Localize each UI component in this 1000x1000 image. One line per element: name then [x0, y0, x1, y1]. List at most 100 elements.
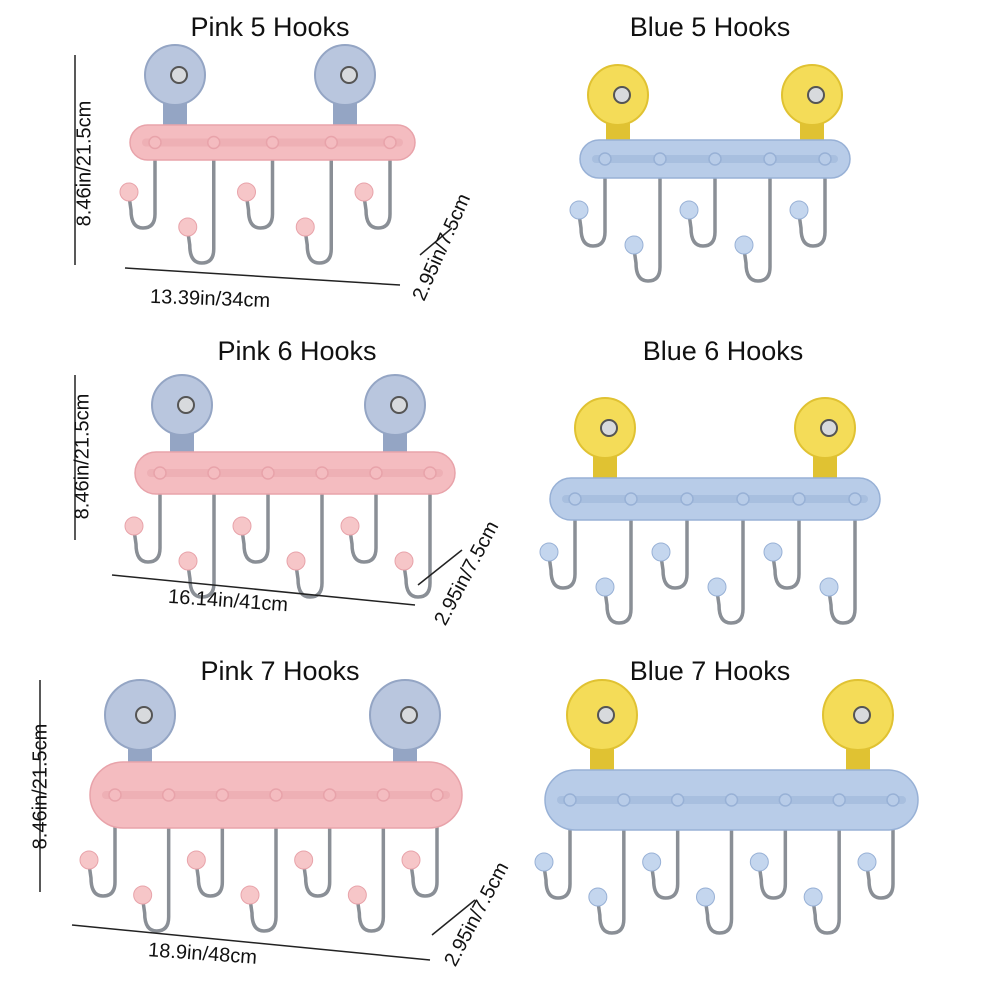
bar-knob	[324, 135, 338, 150]
hook-ball	[696, 887, 715, 907]
bar-knob	[153, 466, 167, 480]
cup-screw	[613, 86, 631, 104]
bar-knob	[265, 135, 280, 150]
cup-screw	[177, 396, 195, 414]
cup-screw	[400, 706, 418, 724]
title-blue-6: Blue 6 Hooks	[642, 336, 804, 366]
hook-ball	[119, 182, 139, 202]
bar-knob	[430, 788, 444, 802]
hook	[742, 170, 772, 283]
hook-ball	[294, 850, 314, 870]
cup-screw	[390, 396, 408, 414]
title-blue-7: Blue 7 Hooks	[629, 656, 791, 686]
bar-knob	[563, 793, 577, 807]
hook-ball	[354, 182, 374, 202]
hook-ball	[340, 516, 360, 536]
bar-knob	[778, 793, 793, 807]
bar-knob	[568, 492, 582, 506]
bar-knob	[724, 793, 739, 807]
bar-knob	[624, 492, 638, 506]
dimension-line	[419, 227, 453, 256]
hook	[362, 152, 392, 230]
hook	[244, 152, 275, 230]
hook	[865, 822, 895, 900]
bar-knob	[848, 492, 862, 506]
bar-knob	[670, 793, 685, 807]
cup-screw	[820, 419, 838, 437]
hook	[303, 152, 333, 265]
cup-screw	[170, 66, 188, 84]
dimension-line	[124, 267, 401, 286]
hook-ball	[642, 852, 662, 872]
hook-ball	[232, 516, 252, 536]
bar-knob	[617, 793, 631, 807]
bar-knob	[383, 135, 397, 150]
bar-knob	[215, 788, 230, 802]
hook-ball	[734, 235, 754, 255]
hook	[140, 820, 171, 933]
hook-ball	[857, 852, 877, 872]
hook	[348, 486, 378, 564]
bar-knob	[423, 466, 437, 480]
hook-ball	[133, 885, 153, 905]
hook-ball	[79, 850, 99, 870]
dimension-line	[71, 924, 431, 961]
hook	[577, 170, 607, 248]
hook	[659, 512, 689, 590]
hook	[355, 820, 386, 933]
cup-screw	[853, 706, 871, 724]
hook	[596, 822, 626, 935]
hook	[240, 486, 270, 564]
hook-ball	[595, 577, 615, 597]
hook	[301, 820, 332, 898]
hook	[87, 820, 117, 898]
bar-knob	[792, 492, 806, 506]
hook	[811, 822, 841, 935]
hook-ball	[679, 200, 699, 220]
bar-knob	[818, 152, 832, 166]
bar-knob	[736, 492, 750, 506]
bar-knob	[207, 135, 221, 150]
bar-knob	[322, 788, 337, 802]
hook-ball	[539, 542, 559, 562]
hook	[771, 512, 801, 590]
title-pink-7: Pink 7 Hooks	[200, 656, 360, 686]
hook-ball	[240, 885, 260, 905]
bar-knob	[207, 466, 221, 480]
bar-knob	[708, 152, 722, 166]
hook	[294, 486, 324, 599]
title-pink-6: Pink 6 Hooks	[217, 336, 377, 366]
hook	[402, 486, 432, 599]
hook-ball	[749, 852, 769, 872]
bar-knob	[680, 492, 694, 506]
bar-knob	[108, 788, 122, 802]
hook	[127, 152, 157, 230]
hook-ball	[707, 577, 727, 597]
cup-screw	[340, 66, 358, 84]
hook-ball	[394, 551, 414, 571]
bar-knob	[376, 788, 391, 802]
hook	[547, 512, 577, 590]
hook-ball	[178, 551, 198, 571]
hook	[186, 486, 216, 599]
hook-ball	[789, 200, 809, 220]
width-label-5: 13.39in/34cm	[149, 285, 271, 313]
hook-ball	[178, 217, 198, 237]
bar-knob	[369, 466, 383, 480]
bar-knob	[315, 466, 329, 480]
hook	[687, 170, 717, 248]
bar-knob	[763, 152, 777, 166]
hook	[248, 820, 278, 933]
hook-ball	[534, 852, 554, 872]
hook	[409, 820, 439, 898]
bar-knob	[269, 788, 283, 802]
hook	[603, 512, 633, 625]
height-label-5: 8.46in/21.5cm	[73, 100, 96, 227]
cup-screw	[600, 419, 618, 437]
bar-knob	[261, 466, 275, 480]
bar-track	[147, 469, 443, 477]
hook	[649, 822, 680, 900]
hook-ball	[624, 235, 644, 255]
title-pink-5: Pink 5 Hooks	[190, 12, 350, 42]
